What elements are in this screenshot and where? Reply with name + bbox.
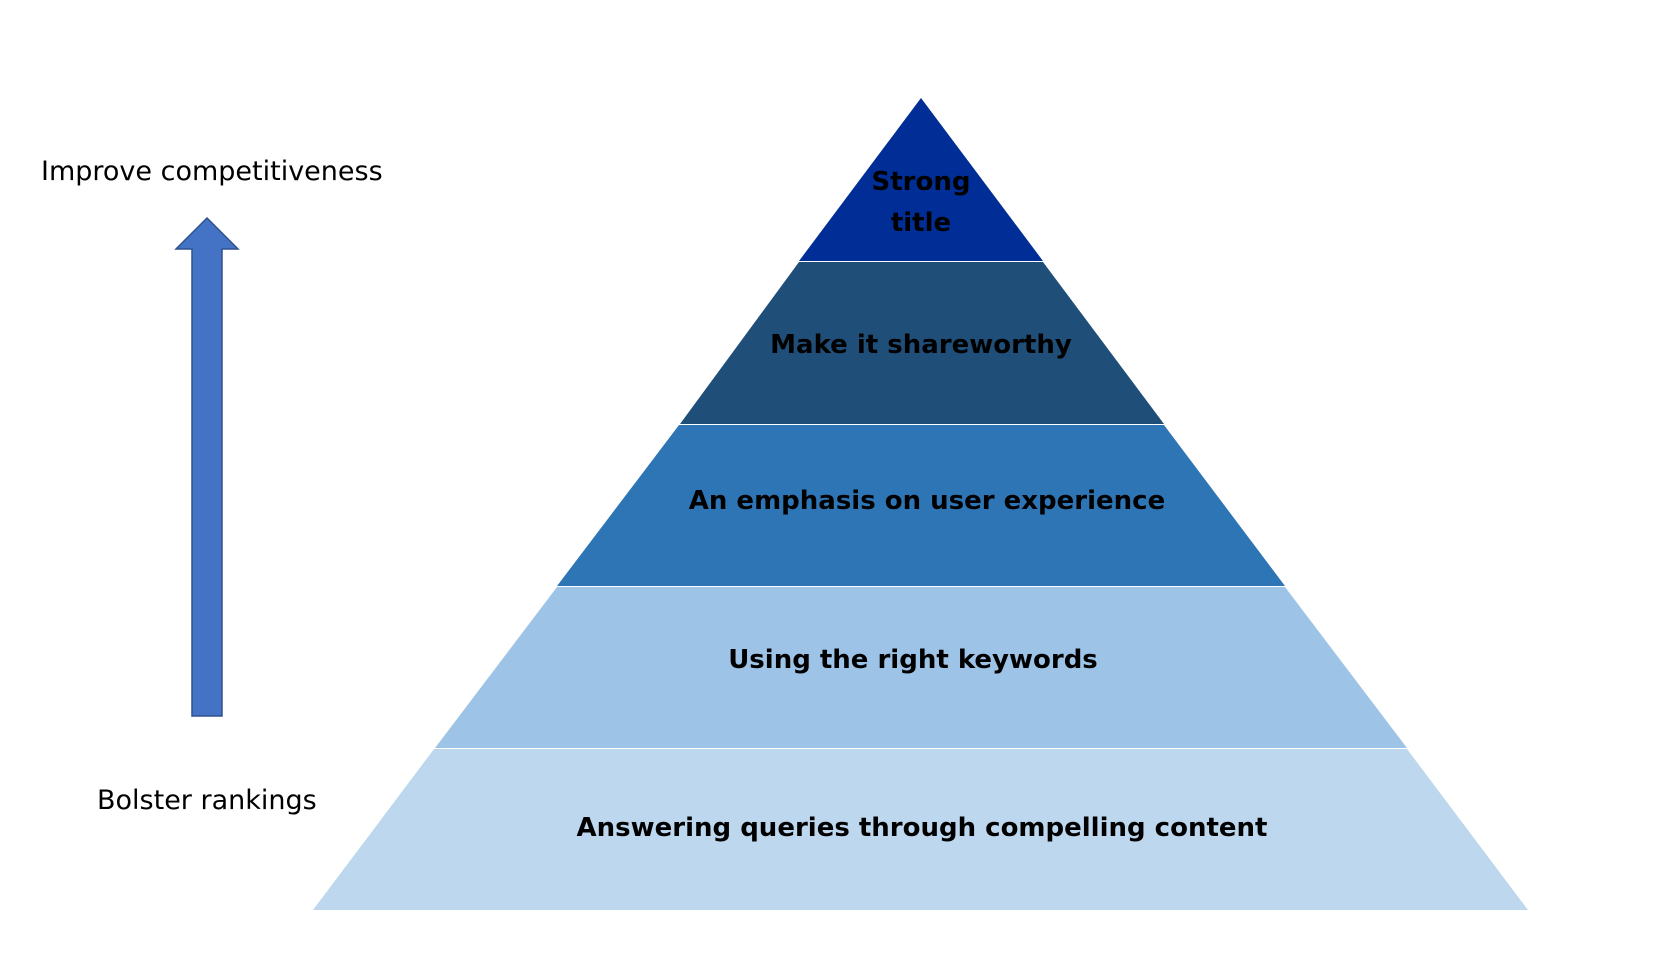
pyramid-layer-fourth: Using the right keywords [435,587,1407,748]
pyramid-layer-shape [680,262,1164,424]
pyramid-layer-third: An emphasis on user experience [557,425,1285,586]
pyramid-layer-shape [435,587,1407,748]
bolster-rankings-label: Bolster rankings [97,785,317,816]
pyramid-layer-shape [799,98,1043,261]
pyramid-layer-shape [557,425,1285,586]
pyramid-layer-label: title [891,208,951,238]
improve-competitiveness-label: Improve competitiveness [41,156,383,187]
pyramid-layer-label: Using the right keywords [728,645,1098,675]
arrow-up-icon [174,216,240,717]
pyramid-layer-second: Make it shareworthy [680,262,1164,424]
pyramid: Strong title Make it shareworthy An emph… [313,98,1528,910]
pyramid-layer-top: Strong title [799,98,1043,261]
pyramid-layer-label: Make it shareworthy [770,330,1072,360]
pyramid-layer-label: Answering queries through compelling con… [577,813,1268,843]
pyramid-layer-label: An emphasis on user experience [689,486,1165,516]
pyramid-layer-base: Answering queries through compelling con… [313,749,1528,910]
pyramid-layer-shape [313,749,1528,910]
pyramid-layer-label: Strong [872,167,971,197]
